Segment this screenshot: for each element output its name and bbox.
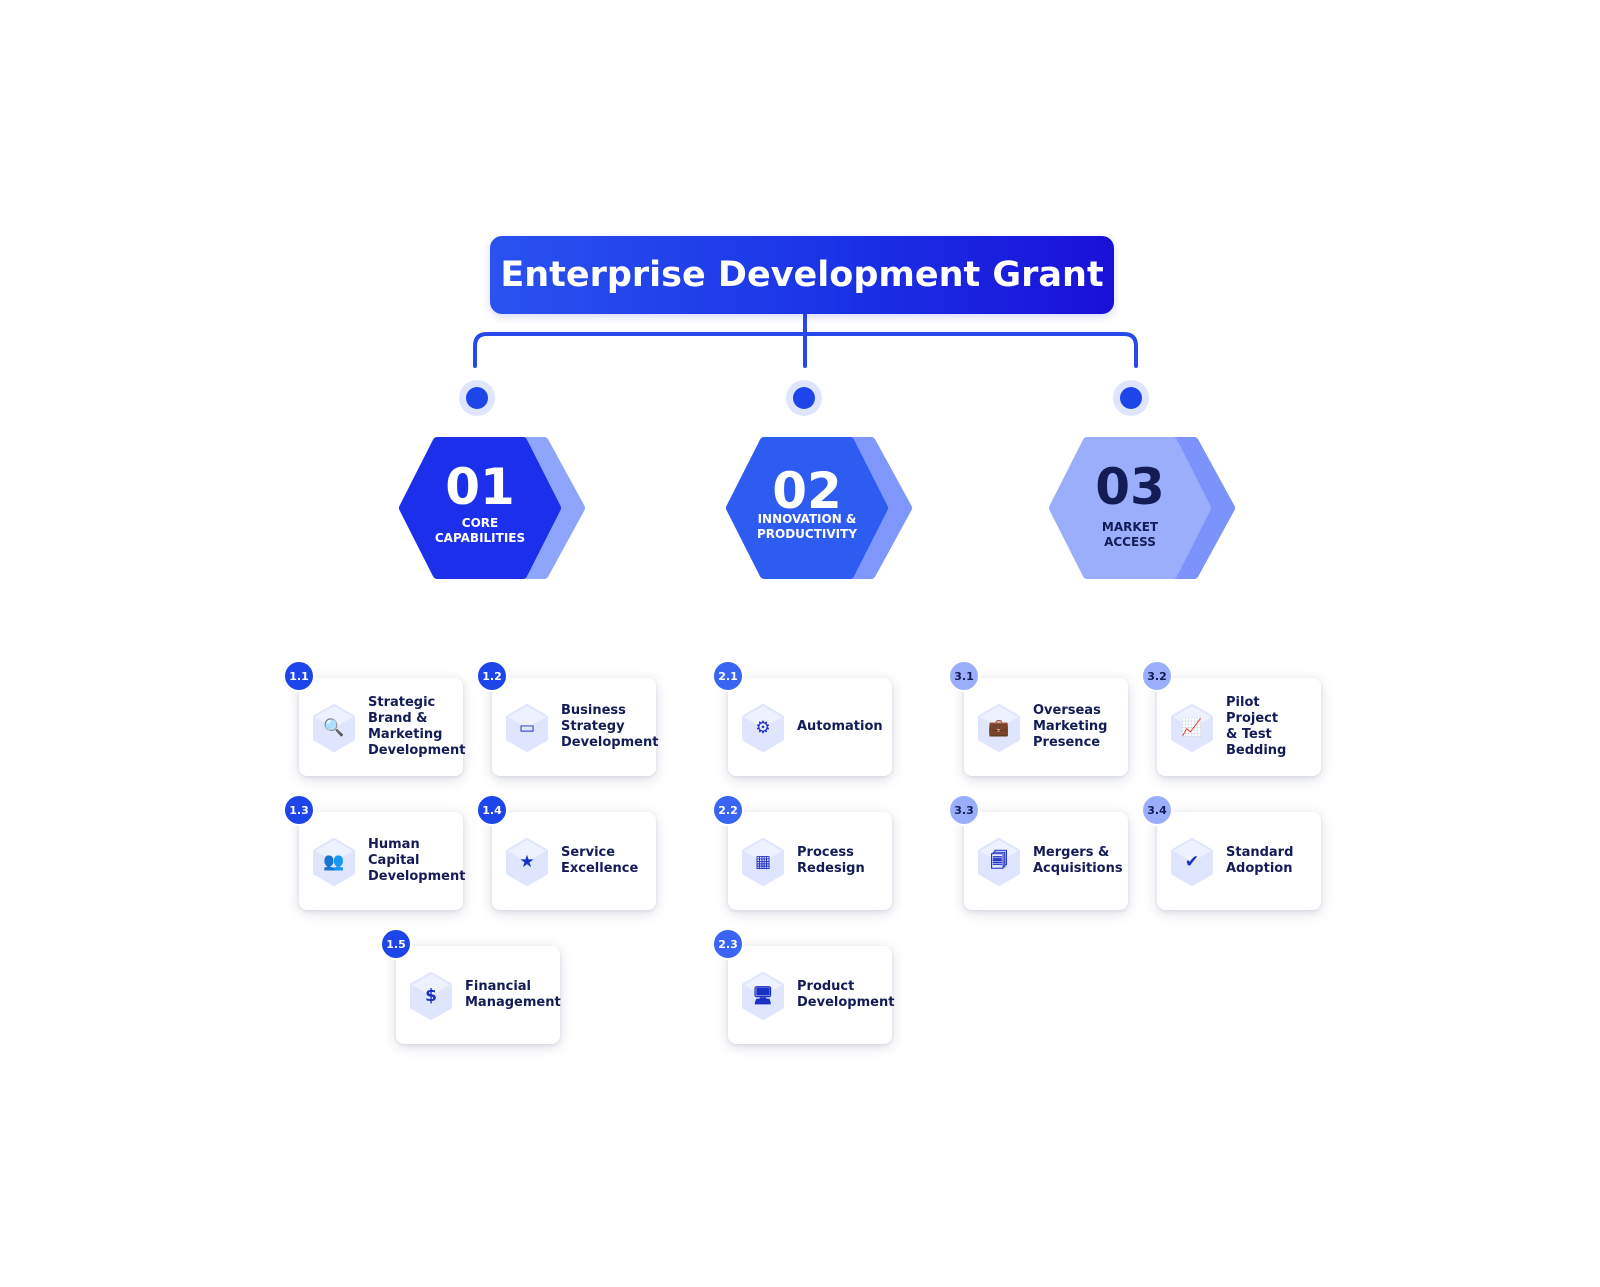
sub-item-card-3-1: 💼 Overseas Marketing Presence xyxy=(964,678,1128,776)
pillar-label: CORE CAPABILITIES xyxy=(434,516,526,545)
pillar-hexagon xyxy=(1049,437,1235,579)
pillar-label: MARKET ACCESS xyxy=(1101,520,1159,549)
monitor-pen-icon: 🖥 xyxy=(740,971,786,1021)
icon-hexagon-bg xyxy=(978,704,1020,752)
sub-item-card-3-3: 🗐 Mergers & Acquisitions xyxy=(964,812,1128,910)
hexagon-front-shape xyxy=(399,437,561,579)
sub-item-card-2-3: 🖥 Product Development xyxy=(728,946,895,1044)
icon-hexagon-bg xyxy=(313,838,355,886)
sub-item-label: Business Strategy Development xyxy=(561,703,659,750)
icon-glyph: ▦ xyxy=(754,852,772,872)
sub-item-code-badge: 2.1 xyxy=(712,660,744,692)
sub-item-label: Product Development xyxy=(797,979,895,1010)
icon-glyph: ✔ xyxy=(1184,852,1200,872)
icon-glyph: ★ xyxy=(519,852,535,872)
star-badge-icon: ★ xyxy=(504,837,550,887)
connector-dot-inner xyxy=(466,387,488,409)
connector-dot-inner xyxy=(793,387,815,409)
icon-hexagon-bg xyxy=(742,838,784,886)
chart-screen-icon: 📈 xyxy=(1169,703,1215,753)
sub-item-code-badge: 3.4 xyxy=(1141,794,1173,826)
sub-item-card-3-2: 📈 Pilot Project & Test Bedding xyxy=(1157,678,1321,776)
icon-hexagon-bg xyxy=(742,704,784,752)
sub-item-code-badge: 1.3 xyxy=(283,794,315,826)
documents-icon: 🗐 xyxy=(976,837,1022,887)
presentation-board-icon: ▭ xyxy=(504,703,550,753)
icon-hexagon-bg xyxy=(506,838,548,886)
sub-item-code-badge: 1.2 xyxy=(476,660,508,692)
hexagon-front-shape xyxy=(1049,437,1211,579)
pillar-number: 01 xyxy=(445,458,515,516)
connector-dot-inner xyxy=(1120,387,1142,409)
connector-dot xyxy=(1113,380,1149,416)
pillar-label: INNOVATION & PRODUCTIVITY xyxy=(756,512,858,541)
sub-item-code-badge: 3.3 xyxy=(948,794,980,826)
icon-hexagon-bg xyxy=(313,704,355,752)
sub-item-label: Strategic Brand & Marketing Development xyxy=(368,695,466,758)
pillar-hexagon xyxy=(399,437,585,579)
sub-item-label: Automation xyxy=(797,719,883,734)
pillar-number: 02 xyxy=(772,462,842,520)
sub-item-label: Mergers & Acquisitions xyxy=(1033,845,1123,876)
sub-item-card-1-3: 👥 Human Capital Development xyxy=(299,812,466,910)
sub-item-code-badge: 1.5 xyxy=(380,928,412,960)
sub-item-label: Pilot Project & Test Bedding xyxy=(1226,695,1287,758)
connector-dot xyxy=(786,380,822,416)
sub-item-card-1-1: 🔍 Strategic Brand & Marketing Development xyxy=(299,678,466,776)
sub-item-code-badge: 3.1 xyxy=(948,660,980,692)
pillar-number: 03 xyxy=(1095,458,1165,516)
pillar-hexagon xyxy=(726,437,912,579)
clipboard-check-icon: ✔ xyxy=(1169,837,1215,887)
title-banner: Enterprise Development Grant xyxy=(490,236,1114,314)
connector-dot xyxy=(459,380,495,416)
icon-glyph: $ xyxy=(425,986,437,1006)
icon-glyph: ⚙ xyxy=(755,718,771,738)
dollar-icon: $ xyxy=(408,971,454,1021)
sub-item-card-3-4: ✔ Standard Adoption xyxy=(1157,812,1321,910)
sub-item-code-badge: 3.2 xyxy=(1141,660,1173,692)
icon-glyph: 💼 xyxy=(988,718,1010,738)
icon-glyph: ▭ xyxy=(518,718,536,738)
sub-item-code-badge: 2.3 xyxy=(712,928,744,960)
icon-hexagon-bg xyxy=(506,704,548,752)
icon-glyph: 🗐 xyxy=(990,850,1008,871)
diagram-title: Enterprise Development Grant xyxy=(500,255,1104,295)
icon-hexagon-bg xyxy=(1171,838,1213,886)
sub-item-label: Financial Management xyxy=(465,979,561,1010)
briefcase-icon: 💼 xyxy=(976,703,1022,753)
sub-item-code-badge: 2.2 xyxy=(712,794,744,826)
gears-icon: ⚙ xyxy=(740,703,786,753)
sub-item-label: Overseas Marketing Presence xyxy=(1033,703,1108,750)
sub-item-label: Standard Adoption xyxy=(1226,845,1294,876)
sub-item-label: Human Capital Development xyxy=(368,837,466,884)
document-search-icon: 🔍 xyxy=(311,703,357,753)
sub-item-card-1-2: ▭ Business Strategy Development xyxy=(492,678,659,776)
sub-item-card-2-1: ⚙ Automation xyxy=(728,678,892,776)
sub-item-code-badge: 1.4 xyxy=(476,794,508,826)
icon-hexagon-bg xyxy=(410,972,452,1020)
grid-blocks-icon: ▦ xyxy=(740,837,786,887)
icon-glyph: 🔍 xyxy=(323,718,345,738)
sub-item-card-1-4: ★ Service Excellence xyxy=(492,812,656,910)
sub-item-label: Process Redesign xyxy=(797,845,865,876)
sub-item-label: Service Excellence xyxy=(561,845,639,876)
icon-hexagon-bg xyxy=(742,972,784,1020)
icon-glyph: 📈 xyxy=(1181,718,1203,738)
icon-glyph: 🖥 xyxy=(752,986,774,1006)
sub-item-code-badge: 1.1 xyxy=(283,660,315,692)
hexagon-front-shape xyxy=(726,437,888,579)
sub-item-card-1-5: $ Financial Management xyxy=(396,946,561,1044)
icon-hexagon-bg xyxy=(978,838,1020,886)
team-people-icon: 👥 xyxy=(311,837,357,887)
icon-hexagon-bg xyxy=(1171,704,1213,752)
icon-glyph: 👥 xyxy=(323,852,345,872)
sub-item-card-2-2: ▦ Process Redesign xyxy=(728,812,892,910)
